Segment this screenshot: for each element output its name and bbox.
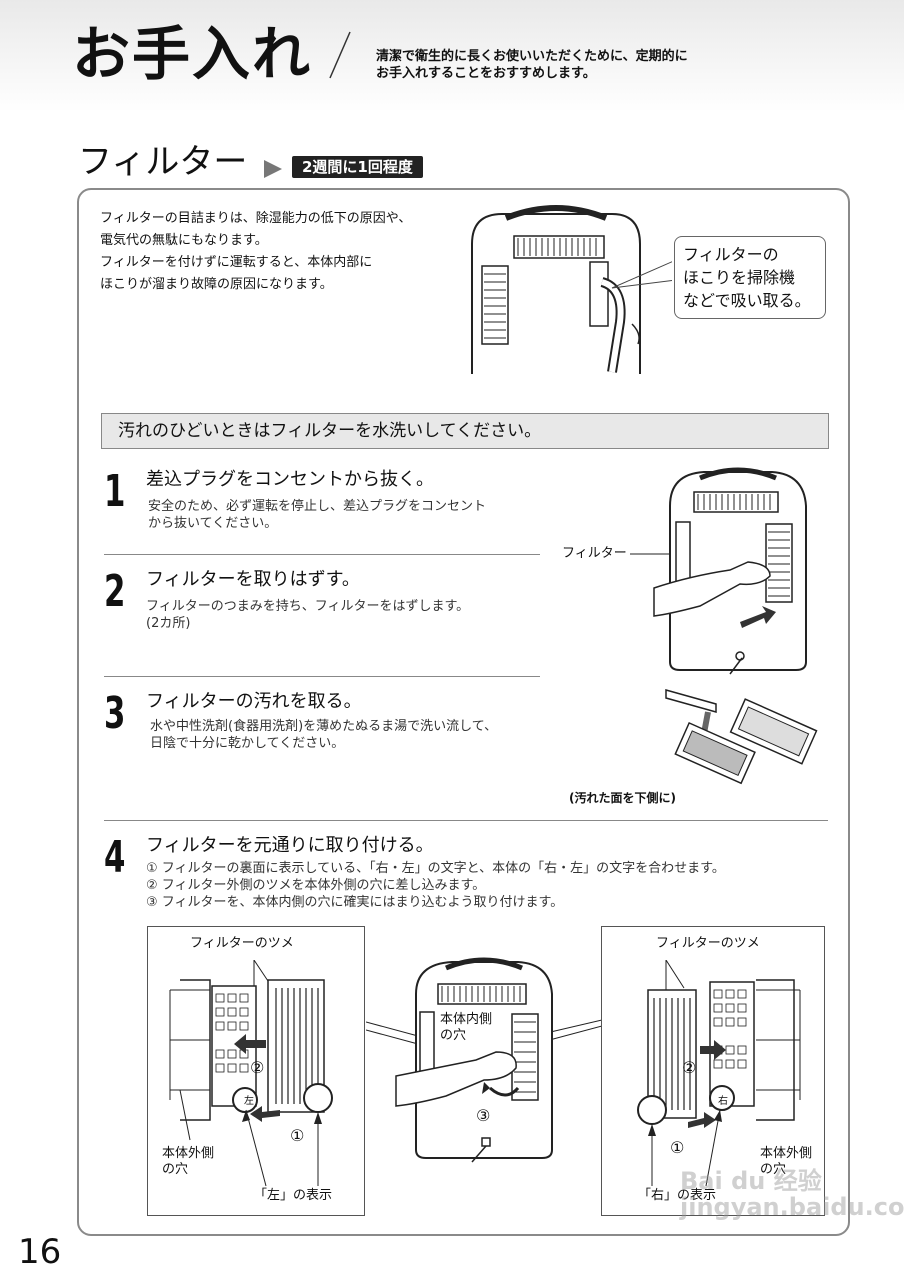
play-arrow-icon xyxy=(264,160,282,178)
right-detail-box xyxy=(601,926,825,1216)
intro-line-2: 電気代の無駄にもなります。 xyxy=(100,233,268,248)
step-3-body-line-1: 水や中性洗剤(食器用洗剤)を薄めたぬるま湯で洗い流して、 xyxy=(150,719,498,734)
inner-hole-line-2: の穴 xyxy=(440,1028,467,1043)
callout-line-3: などで吸い取る。 xyxy=(683,291,811,310)
step-4-number: 4 xyxy=(104,832,126,883)
intro-line-3: フィルターを付けずに運転すると、本体内部に xyxy=(100,255,373,270)
step-divider xyxy=(104,676,540,677)
callout-line-2: ほこりを掃除機 xyxy=(683,268,796,287)
step-3-title: フィルターの汚れを取る。 xyxy=(146,691,362,712)
inner-hole-label: 本体内側 の穴 xyxy=(440,1012,492,1044)
step-1-number: 1 xyxy=(104,466,126,517)
step-4-body-line-2: ② フィルター外側のツメを本体外側の穴に差し込みます。 xyxy=(146,878,486,893)
page-number: 16 xyxy=(18,1232,62,1272)
subtitle-line-2: お手入れすることをおすすめします。 xyxy=(376,66,596,81)
step-1-title: 差込プラグをコンセントから抜く。 xyxy=(146,469,434,490)
content-panel xyxy=(77,188,850,1236)
step-1-body: 安全のため、必ず運転を停止し、差込プラグをコンセント から抜いてください。 xyxy=(148,498,548,532)
step-4-title: フィルターを元通りに取り付ける。 xyxy=(146,835,434,856)
left-circle-1: ① xyxy=(290,1126,305,1145)
step-4-body: ① フィルターの裏面に表示している、「右・左」の文字と、本体の「右・左」の文字を… xyxy=(146,860,826,911)
left-outer-hole-line-1: 本体外側 xyxy=(162,1146,215,1161)
right-tab-label: フィルターのツメ xyxy=(656,936,760,951)
right-mark-glyph: 右 xyxy=(718,1096,728,1107)
right-outer-hole-line-2: の穴 xyxy=(760,1162,787,1177)
left-outer-hole-line-2: の穴 xyxy=(162,1162,189,1177)
left-outer-hole-label: 本体外側 の穴 xyxy=(162,1146,214,1178)
step-divider xyxy=(104,820,828,821)
watermark: Bai du 经验 jingyan.baidu.com xyxy=(680,1167,904,1221)
filter-label: フィルター xyxy=(562,546,627,561)
step-4-body-line-3: ③ フィルターを、本体内側の穴に確実にはまり込むよう取り付けます。 xyxy=(146,895,564,910)
step-2-body: フィルターのつまみを持ち、フィルターをはずします。 (2カ所) xyxy=(146,598,546,632)
center-circle-3: ③ xyxy=(476,1106,491,1125)
left-mark-glyph: 左 xyxy=(244,1096,254,1107)
intro-text: フィルターの目詰まりは、除湿能力の低下の原因や、 電気代の無駄にもなります。 フ… xyxy=(100,208,480,296)
step-2-body-line-2: (2カ所) xyxy=(146,616,191,631)
page-title: お手入れ xyxy=(72,20,313,88)
filter-removal-illustration xyxy=(630,467,807,675)
title-slash xyxy=(329,31,351,79)
section-title: フィルター xyxy=(78,142,248,182)
inner-hole-line-1: 本体内側 xyxy=(440,1012,493,1027)
dirty-side-note: (汚れた面を下側に) xyxy=(569,791,676,805)
step-3-number: 3 xyxy=(104,688,126,739)
left-mark-label: 「左」の表示 xyxy=(254,1188,333,1203)
vacuum-cleaning-illustration xyxy=(471,205,672,374)
right-circle-1: ① xyxy=(670,1138,685,1157)
step-1-body-line-1: 安全のため、必ず運転を停止し、差込プラグをコンセント xyxy=(148,499,487,514)
header-band xyxy=(0,0,904,112)
left-tab-label: フィルターのツメ xyxy=(190,936,294,951)
right-mark-label: 「右」の表示 xyxy=(638,1188,717,1203)
page-subtitle: 清潔で衛生的に長くお使いいただくために、定期的に お手入れすることをおすすめしま… xyxy=(376,48,796,82)
step-2-number: 2 xyxy=(104,566,126,617)
vacuum-callout: フィルターの ほこりを掃除機 などで吸い取る。 xyxy=(674,236,826,319)
center-install-illustration xyxy=(366,957,602,1163)
step-divider xyxy=(104,554,540,555)
left-filter-detail-illustration xyxy=(169,960,333,1187)
subtitle-line-1: 清潔で衛生的に長くお使いいただくために、定期的に xyxy=(376,49,688,64)
washing-illustration xyxy=(665,689,818,785)
intro-line-4: ほこりが溜まり故障の原因になります。 xyxy=(100,277,333,292)
callout-line-1: フィルターの xyxy=(683,245,779,264)
wash-notice: 汚れのひどいときはフィルターを水洗いしてください。 xyxy=(101,413,829,449)
step-2-body-line-1: フィルターのつまみを持ち、フィルターをはずします。 xyxy=(146,599,470,614)
intro-line-1: フィルターの目詰まりは、除湿能力の低下の原因や、 xyxy=(100,211,412,226)
frequency-badge: 2週間に1回程度 xyxy=(292,156,423,178)
right-filter-detail-illustration xyxy=(637,960,801,1187)
right-outer-hole-label: 本体外側 の穴 xyxy=(760,1146,812,1178)
step-3-body: 水や中性洗剤(食器用洗剤)を薄めたぬるま湯で洗い流して、 日陰で十分に乾かしてく… xyxy=(150,718,560,752)
right-circle-2: ② xyxy=(682,1058,697,1077)
step-2-title: フィルターを取りはずす。 xyxy=(146,569,360,590)
step-1-body-line-2: から抜いてください。 xyxy=(148,516,278,531)
left-detail-box xyxy=(147,926,365,1216)
step-3-body-line-2: 日陰で十分に乾かしてください。 xyxy=(150,736,345,751)
right-outer-hole-line-1: 本体外側 xyxy=(760,1146,813,1161)
step-4-body-line-1: ① フィルターの裏面に表示している、「右・左」の文字と、本体の「右・左」の文字を… xyxy=(146,861,725,876)
left-circle-2: ② xyxy=(250,1058,265,1077)
